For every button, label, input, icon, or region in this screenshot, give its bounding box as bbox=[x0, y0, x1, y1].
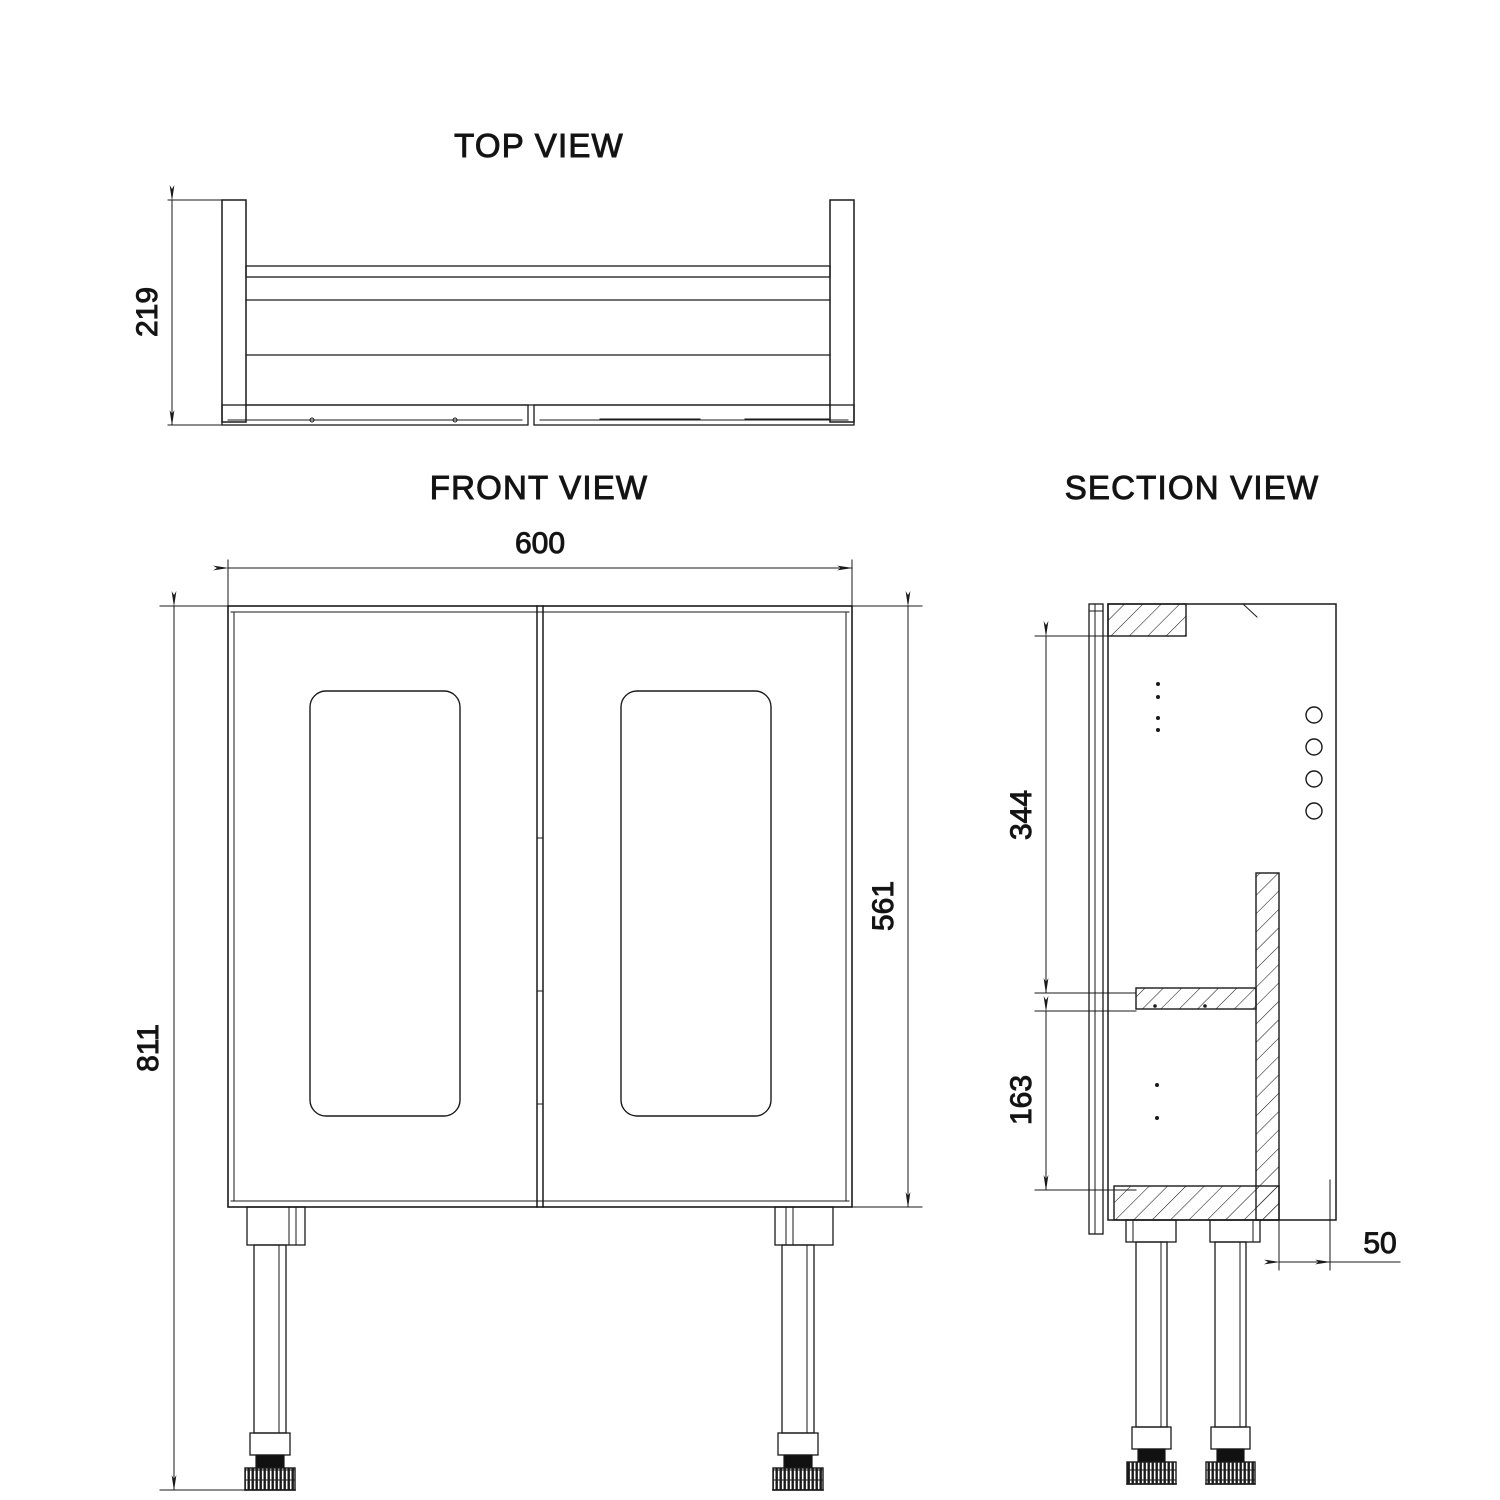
dimension-front-body-height-value: 561 bbox=[867, 881, 900, 931]
section-view-group: SECTION VIEW bbox=[1005, 469, 1401, 1485]
front-view-right-leg bbox=[772, 1206, 834, 1491]
dimension-front-width-value: 600 bbox=[515, 527, 565, 560]
section-view-hinge-holes bbox=[1305, 706, 1323, 820]
top-view-right-side-panel bbox=[829, 199, 855, 423]
top-view-title: TOP VIEW bbox=[454, 127, 624, 164]
section-view-door-leaf bbox=[1088, 603, 1104, 1235]
front-view-group: FRONT VIEW 600 bbox=[132, 469, 923, 1491]
dimension-top-depth-value: 219 bbox=[131, 287, 164, 337]
section-view-carcass bbox=[1107, 603, 1337, 1221]
section-view-bottom-panel bbox=[1113, 1185, 1280, 1221]
dimension-front-total-height-value: 811 bbox=[132, 1024, 165, 1072]
dimension-section-setback-value: 50 bbox=[1363, 1227, 1396, 1260]
top-view-rear-rails bbox=[245, 265, 831, 301]
front-view-left-leg bbox=[244, 1206, 306, 1491]
section-view-title: SECTION VIEW bbox=[1065, 469, 1320, 506]
dimension-section-lower-value: 163 bbox=[1005, 1075, 1038, 1125]
dimension-top-depth: 219 bbox=[131, 185, 223, 426]
dimension-section-upper-value: 344 bbox=[1005, 790, 1038, 840]
top-view-left-side-panel bbox=[221, 199, 247, 423]
top-view-left-door bbox=[221, 404, 529, 426]
front-view-left-door-handle-recess bbox=[309, 690, 461, 1117]
front-view-right-door-handle-recess bbox=[620, 690, 772, 1117]
front-view-hinge-marks bbox=[536, 837, 544, 1105]
front-view-cabinet-body bbox=[227, 605, 853, 1208]
section-view-dowel-holes bbox=[1155, 682, 1160, 1120]
section-view-shelf bbox=[1135, 987, 1257, 1010]
dimension-section-setback: 50 bbox=[1264, 1179, 1401, 1271]
section-view-front-leg bbox=[1125, 1219, 1177, 1485]
top-view-right-door bbox=[533, 404, 855, 426]
section-view-back-panel bbox=[1255, 872, 1280, 1221]
dimension-front-total-height: 811 bbox=[132, 591, 251, 1491]
top-view-group: TOP VIEW bbox=[131, 127, 855, 426]
dimension-section-lower: 163 bbox=[1005, 996, 1137, 1191]
top-view-bottom-panel bbox=[245, 354, 831, 406]
dimension-front-width: 600 bbox=[213, 527, 853, 613]
section-view-rear-leg bbox=[1205, 1219, 1261, 1485]
front-view-title: FRONT VIEW bbox=[430, 469, 649, 506]
dimension-front-body-height: 561 bbox=[851, 591, 923, 1208]
dimension-section-upper: 344 bbox=[1005, 621, 1137, 994]
section-view-top-rail bbox=[1107, 603, 1258, 637]
